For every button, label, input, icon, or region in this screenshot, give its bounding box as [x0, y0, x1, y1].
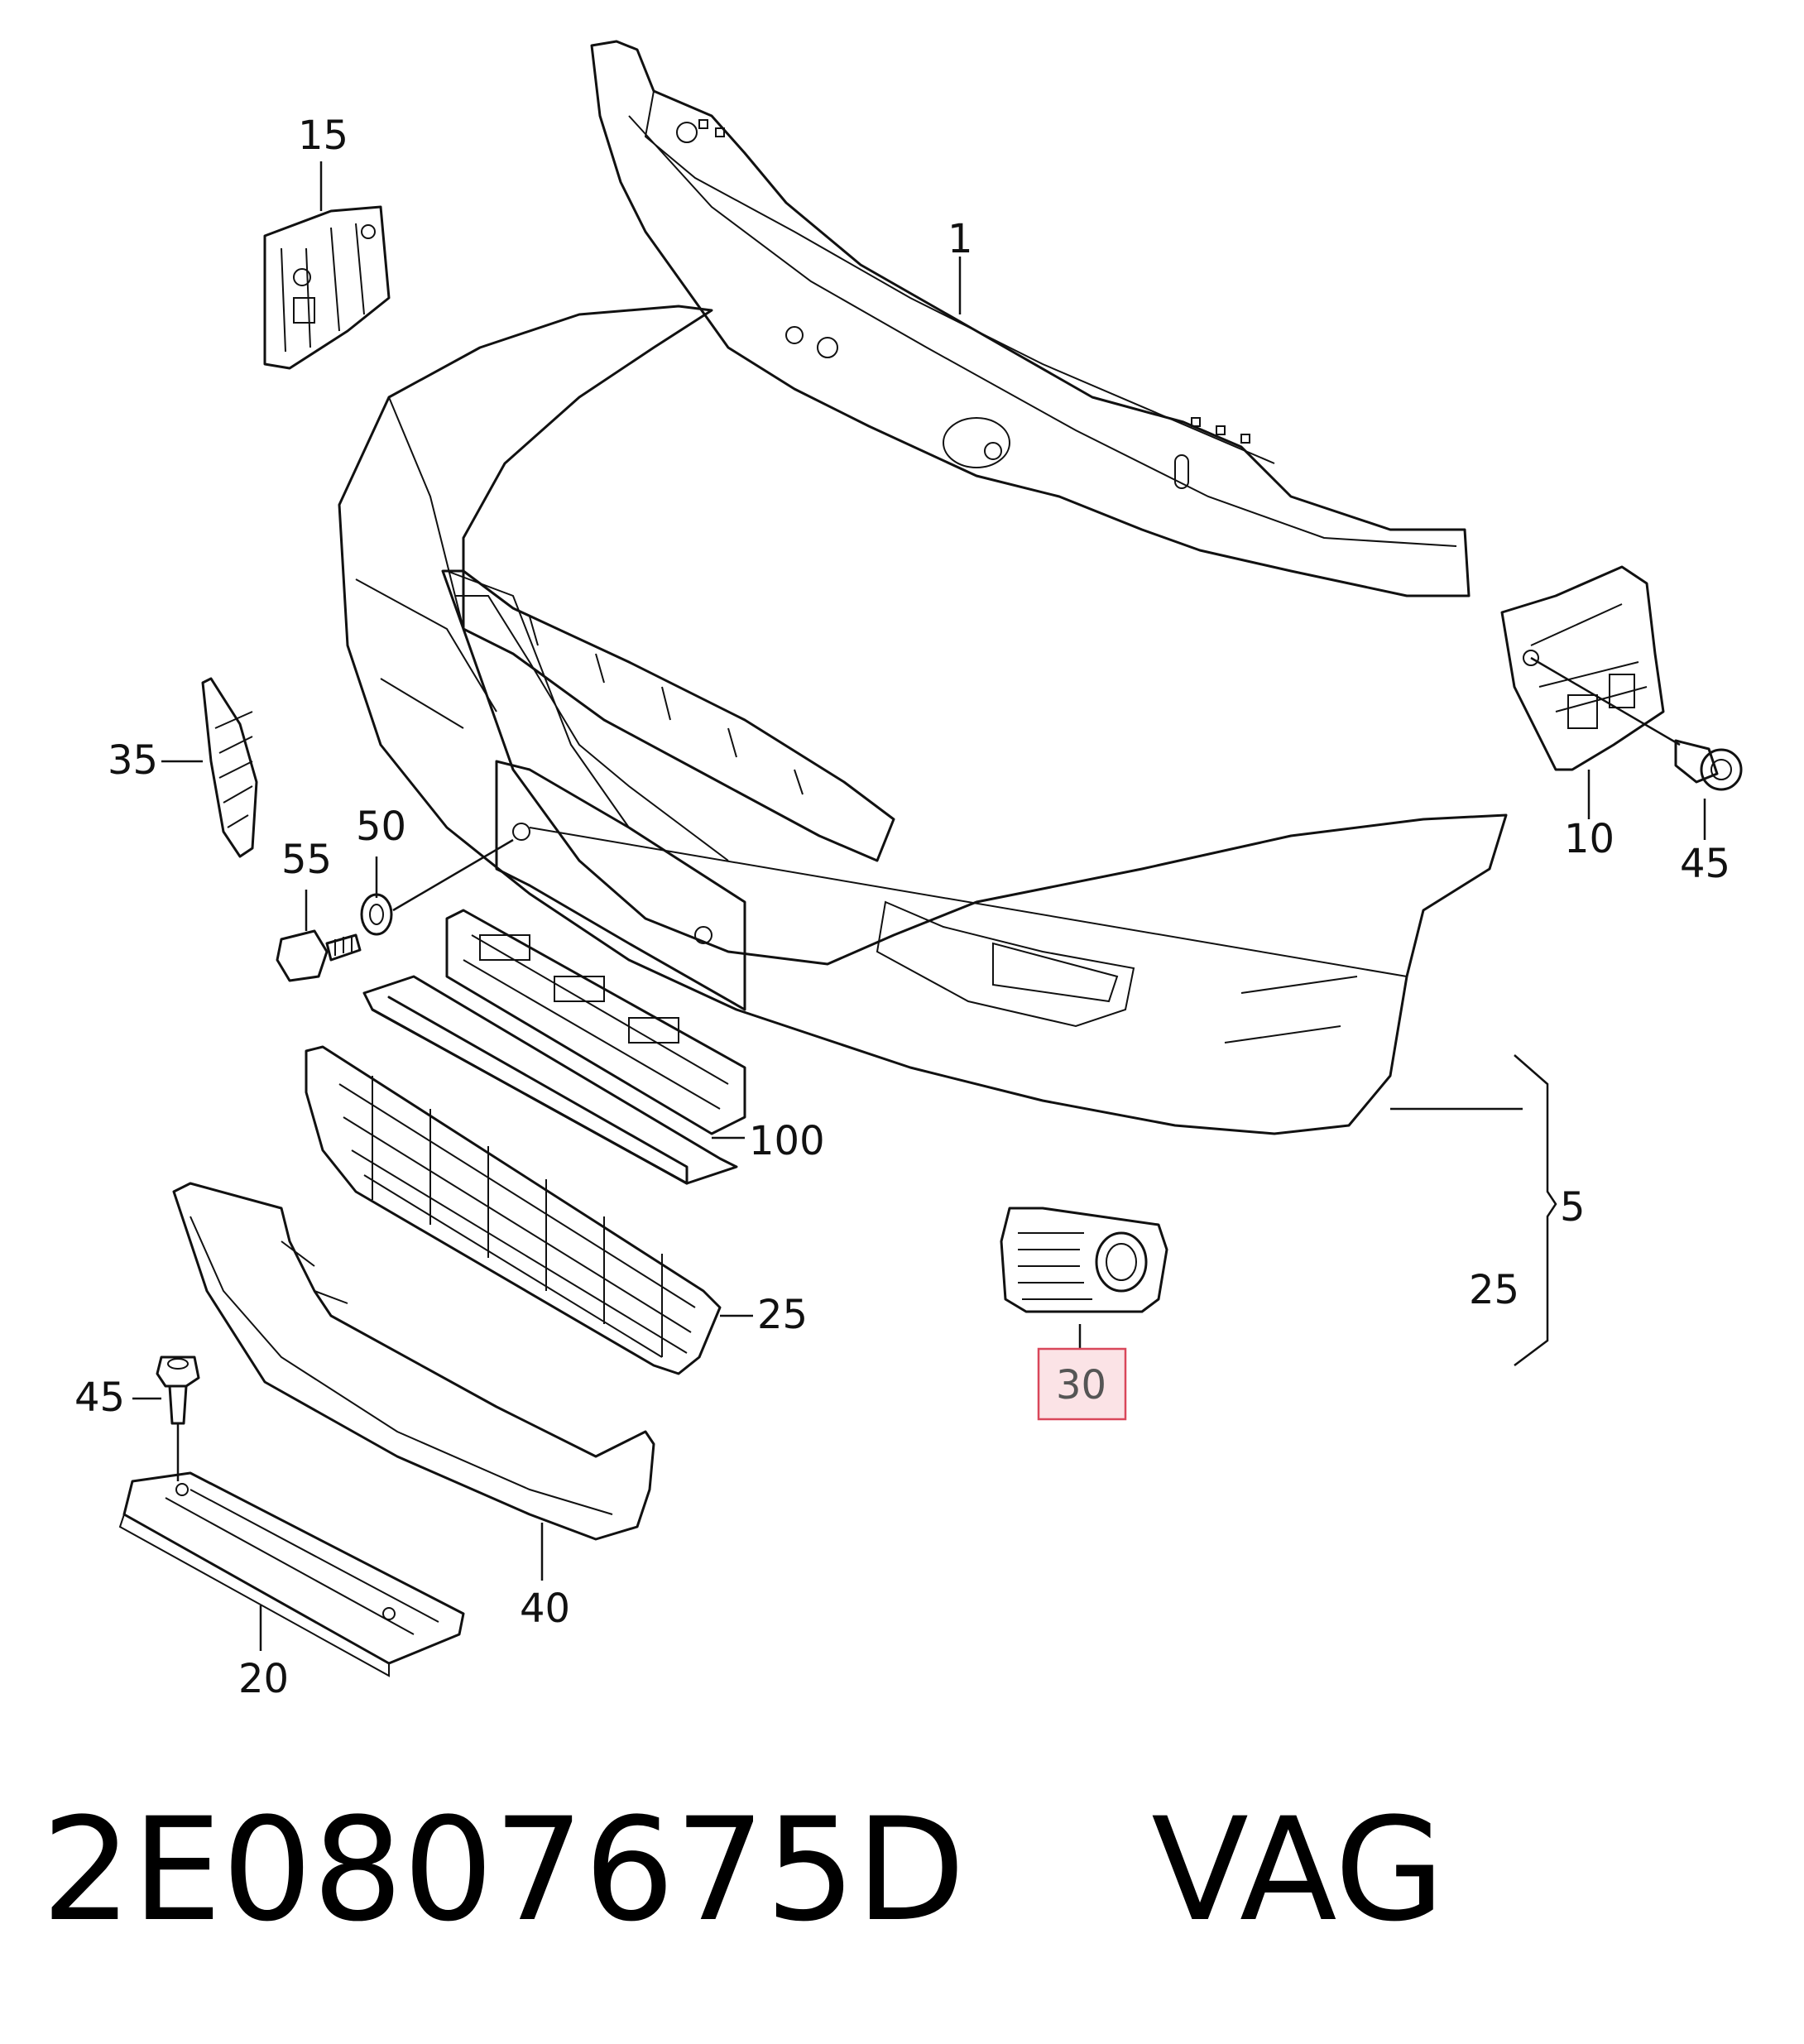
label-40: 40 [520, 1586, 570, 1632]
label-1: 1 [948, 216, 973, 262]
part-35-grille-left [161, 677, 258, 858]
part-30-fog-grille [1000, 1207, 1168, 1349]
part-15-bracket-left [263, 161, 391, 370]
label-45-left: 45 [74, 1375, 125, 1421]
highlight-30: 30 [1037, 1347, 1127, 1421]
part-40-lower-spoiler [172, 1182, 655, 1581]
label-100: 100 [749, 1118, 825, 1164]
label-30: 30 [1056, 1362, 1106, 1408]
part-100-plate-holder [362, 909, 746, 1185]
label-35: 35 [108, 737, 158, 784]
label-25-center: 25 [757, 1292, 808, 1338]
part-number: 2E0807675D [41, 1787, 966, 1953]
highlight-box [1037, 1347, 1127, 1421]
label-20: 20 [238, 1656, 289, 1702]
part-10-bracket-right [1500, 565, 1665, 819]
label-15: 15 [298, 113, 348, 159]
label-10: 10 [1564, 816, 1614, 862]
part-20-underbody-cover [118, 1471, 465, 1677]
part-45-clip-left [132, 1355, 200, 1481]
part-1-reinforcement-beam [590, 40, 1471, 597]
parts-diagram: 1 15 10 45 35 55 50 100 5 25 25 30 45 40… [74, 40, 1743, 1702]
brand-name: VAG [1151, 1787, 1445, 1953]
part-45-clip-right [1530, 656, 1743, 840]
part-55-bolt [276, 890, 362, 982]
label-50: 50 [356, 804, 406, 850]
label-55: 55 [281, 837, 332, 883]
callout-labels: 1 15 10 45 35 55 50 100 5 25 25 30 45 40… [74, 113, 1730, 1702]
part-number-caption: 2E0807675D VAG [41, 1787, 1445, 1953]
label-5: 5 [1560, 1184, 1586, 1231]
label-25-right: 25 [1469, 1267, 1519, 1313]
part-5-bumper-cover [338, 305, 1557, 1366]
label-45-right: 45 [1680, 841, 1730, 887]
part-25-grille-center [305, 1045, 753, 1375]
part-50-washer [360, 838, 514, 936]
